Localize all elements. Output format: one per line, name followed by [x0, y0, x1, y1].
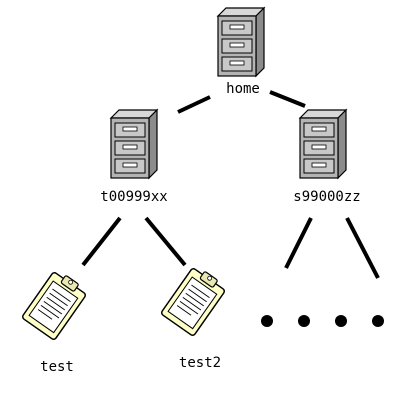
file-cabinet-icon [110, 109, 158, 179]
edge-home-t00999xx [177, 95, 211, 114]
edge-t00999xx-test [81, 216, 122, 267]
node-label-s99000zz: s99000zz [293, 189, 361, 205]
file-label-test2: test2 [178, 355, 222, 371]
file-cabinet-icon [299, 109, 347, 179]
node-label-home: home [226, 81, 260, 97]
edge-t00999xx-test2 [144, 216, 187, 267]
clipboard-document-icon [159, 263, 229, 338]
connector-lines [81, 90, 380, 279]
clipboard-document-icon [20, 267, 90, 342]
file-label-test: test [40, 359, 74, 375]
edge-home-s99000zz [269, 90, 306, 108]
edge-s99000zz-continuation-left [284, 217, 313, 269]
edge-s99000zz-continuation-right [345, 217, 380, 279]
ellipsis-dots [261, 315, 384, 327]
file-cabinet-icon [217, 7, 265, 77]
node-label-t00999xx: t00999xx [100, 189, 168, 205]
